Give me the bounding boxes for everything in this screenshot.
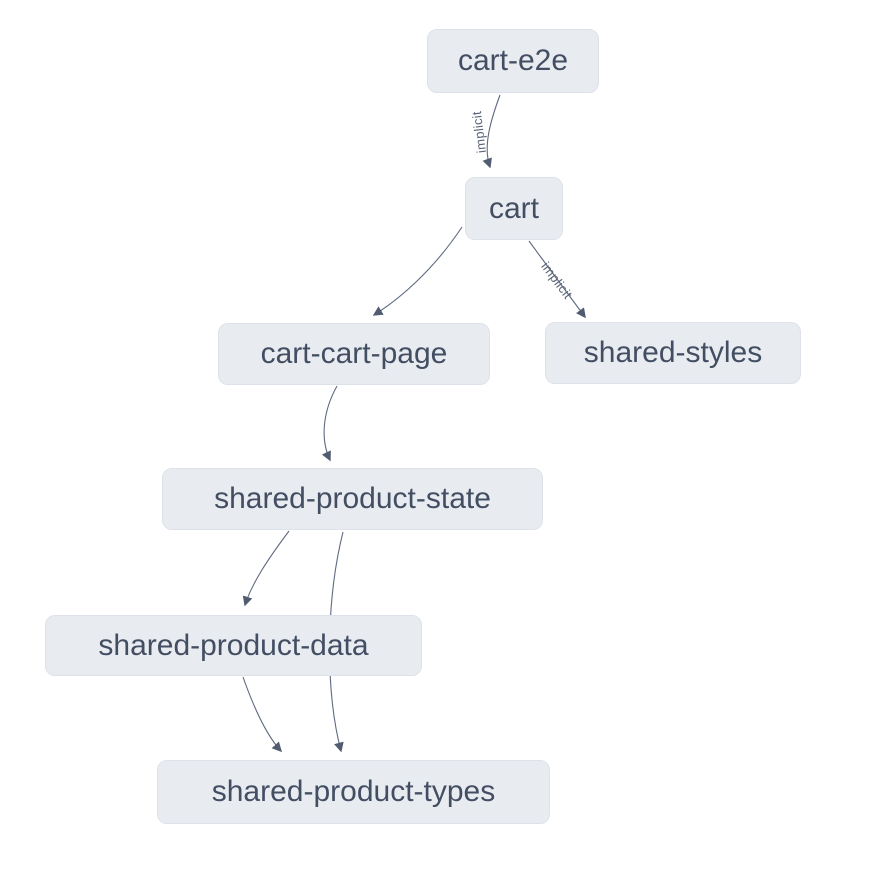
node-shared-product-data[interactable]: shared-product-data	[45, 615, 422, 676]
node-cart-cart-page[interactable]: cart-cart-page	[218, 323, 490, 385]
edge-label-implicit-cart-shared-styles: implicit	[538, 259, 575, 302]
edge-cart-to-shared-styles	[528, 240, 586, 319]
node-shared-product-state[interactable]: shared-product-state	[162, 468, 543, 530]
edge-cart-e2e-to-cart	[482, 94, 501, 169]
node-cart-e2e[interactable]: cart-e2e	[427, 29, 599, 93]
edge-shared-product-state-to-shared-product-data	[242, 530, 290, 607]
edge-cart-to-cart-cart-page	[372, 226, 463, 316]
node-shared-styles[interactable]: shared-styles	[545, 322, 801, 384]
edge-cart-cart-page-to-shared-product-state	[321, 385, 338, 462]
node-cart[interactable]: cart	[465, 177, 563, 240]
edge-shared-product-data-to-shared-product-types	[242, 676, 283, 753]
edge-label-implicit-cart-e2e-cart: implicit	[469, 110, 489, 154]
node-shared-product-types[interactable]: shared-product-types	[157, 760, 550, 824]
